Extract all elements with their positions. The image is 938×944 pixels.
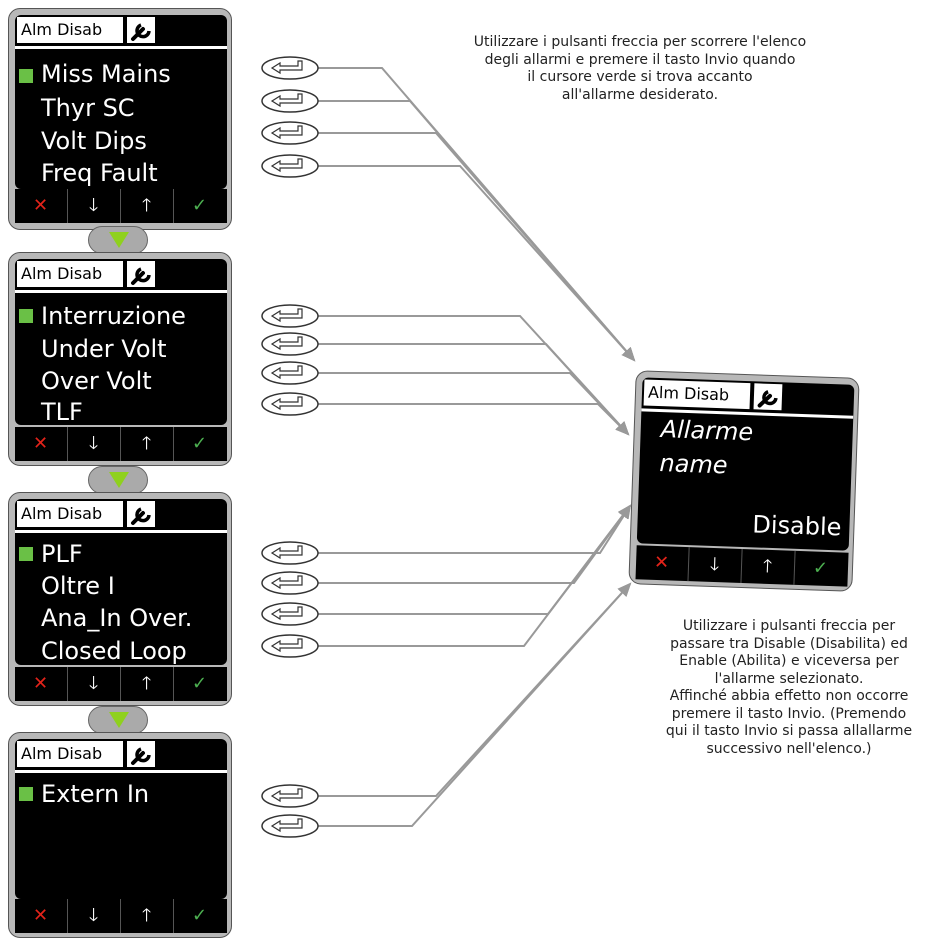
list-item[interactable]: Ana_In Over.	[41, 604, 193, 632]
selection-cursor	[19, 787, 33, 801]
enter-key-icon	[261, 571, 319, 595]
enter-key-icon	[261, 121, 319, 145]
list-item[interactable]: Under Volt	[41, 335, 167, 363]
button-bar: ✕ 🡓 🡑 ✓	[15, 667, 227, 701]
connector-line	[318, 403, 630, 436]
confirm-icon[interactable]: ✓	[812, 557, 829, 579]
cancel-icon[interactable]: ✕	[32, 905, 49, 926]
screen-title: Alm Disab	[17, 741, 123, 767]
down-triangle-icon	[109, 712, 129, 728]
enter-key-icon	[261, 89, 319, 113]
up-arrow-icon[interactable]: 🡑	[141, 433, 152, 454]
down-triangle-icon	[109, 472, 129, 488]
list-item[interactable]: Oltre I	[41, 572, 115, 600]
next-page-arrow	[88, 466, 148, 494]
connector-line	[318, 504, 632, 647]
list-item[interactable]: Freq Fault	[41, 159, 158, 187]
down-arrow-icon[interactable]: 🡓	[88, 673, 99, 694]
enter-key-icon	[261, 784, 319, 808]
list-item[interactable]: Thyr SC	[41, 94, 135, 122]
next-page-arrow	[88, 706, 148, 734]
display-alarm-list-3: Alm Disab PLF Oltre I Ana_In Over. Close…	[8, 492, 232, 706]
alarm-name-line-1: Allarme	[660, 415, 754, 447]
button-bar: ✕ 🡓 🡑 ✓	[635, 545, 849, 587]
down-arrow-icon[interactable]: 🡓	[709, 553, 720, 576]
screen-title: Alm Disab	[17, 501, 123, 527]
enter-key-icon	[261, 304, 319, 328]
confirm-icon[interactable]: ✓	[191, 433, 208, 454]
up-arrow-icon[interactable]: 🡑	[141, 673, 152, 694]
connector-line	[318, 582, 632, 797]
screen-title: Alm Disab	[17, 261, 123, 287]
connector-line	[318, 582, 632, 827]
enter-key-icon	[261, 392, 319, 416]
connector-line	[318, 504, 632, 584]
up-arrow-icon[interactable]: 🡑	[141, 195, 152, 216]
cancel-icon[interactable]: ✕	[32, 433, 49, 454]
wrench-icon	[127, 17, 155, 43]
down-arrow-icon[interactable]: 🡓	[88, 433, 99, 454]
alarm-name-line-2: name	[659, 449, 729, 480]
screen-title: Alm Disab	[643, 379, 751, 410]
enter-key-icon	[261, 634, 319, 658]
selection-cursor	[19, 69, 33, 83]
up-arrow-icon[interactable]: 🡑	[762, 555, 773, 578]
enter-key-icon	[261, 602, 319, 626]
list-item[interactable]: Over Volt	[41, 367, 152, 395]
confirm-icon[interactable]: ✓	[191, 905, 208, 926]
next-page-arrow	[88, 226, 148, 254]
enter-key-icon	[261, 332, 319, 356]
enter-key-icon	[261, 154, 319, 178]
screen-title: Alm Disab	[17, 17, 123, 43]
up-arrow-icon[interactable]: 🡑	[141, 905, 152, 926]
alarm-state-value[interactable]: Disable	[751, 510, 842, 542]
down-arrow-icon[interactable]: 🡓	[88, 195, 99, 216]
enter-key-icon	[261, 56, 319, 80]
cancel-icon[interactable]: ✕	[653, 551, 670, 574]
display-alarm-list-4: Alm Disab Extern In ✕ 🡓 🡑 ✓	[8, 732, 232, 938]
enter-key-icon	[261, 361, 319, 385]
display-alarm-list-1: Alm Disab Miss Mains Thyr SC Volt Dips F…	[8, 8, 232, 230]
display-alarm-detail: Alm Disab Allarme name Disable ✕ 🡓 🡑 ✓	[628, 370, 860, 592]
selection-cursor	[19, 547, 33, 561]
connector-line	[318, 343, 630, 436]
list-item[interactable]: Extern In	[41, 780, 150, 808]
cancel-icon[interactable]: ✕	[32, 195, 49, 216]
wrench-icon	[127, 261, 155, 287]
down-triangle-icon	[109, 232, 129, 248]
wrench-icon	[127, 741, 155, 767]
cancel-icon[interactable]: ✕	[32, 673, 49, 694]
list-item[interactable]: Miss Mains	[41, 60, 171, 88]
enter-key-icon	[261, 541, 319, 565]
selection-cursor	[19, 309, 33, 323]
list-item[interactable]: Interruzione	[41, 302, 186, 330]
enter-key-icon	[261, 814, 319, 838]
connector-line	[318, 165, 636, 362]
button-bar: ✕ 🡓 🡑 ✓	[15, 427, 227, 461]
down-arrow-icon[interactable]: 🡓	[88, 905, 99, 926]
connector-line	[318, 132, 636, 362]
wrench-icon	[127, 501, 155, 527]
list-item[interactable]: Closed Loop	[41, 637, 187, 665]
list-item[interactable]: PLF	[41, 540, 83, 568]
confirm-icon[interactable]: ✓	[191, 195, 208, 216]
connector-line	[318, 100, 636, 362]
list-item[interactable]: TLF	[41, 398, 83, 425]
instruction-note-top: Utilizzare i pulsanti freccia per scorre…	[473, 34, 807, 103]
list-item[interactable]: Volt Dips	[41, 127, 147, 155]
confirm-icon[interactable]: ✓	[191, 673, 208, 694]
display-alarm-list-2: Alm Disab Interruzione Under Volt Over V…	[8, 252, 232, 466]
connector-line	[318, 315, 630, 436]
connector-line	[318, 504, 632, 615]
connector-line	[318, 504, 632, 554]
button-bar: ✕ 🡓 🡑 ✓	[15, 189, 227, 223]
button-bar: ✕ 🡓 🡑 ✓	[15, 899, 227, 933]
wrench-icon	[753, 383, 783, 411]
